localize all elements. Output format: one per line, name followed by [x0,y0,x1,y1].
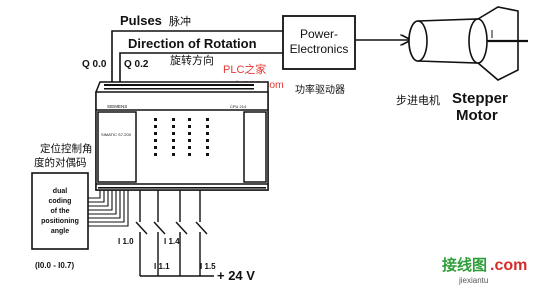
left-cn-label-2: 度的对偶码 [34,156,87,169]
stepper-motor [408,6,528,81]
direction-cn-label: 旋转方向 [170,53,214,67]
coding-box [31,172,89,250]
input-label-i15: I 1.5 [200,262,216,271]
watermark-domain: .com [490,257,527,274]
coding-label-2: coding [49,198,72,205]
plc-unit [95,81,269,191]
stepper-label-1: Stepper [452,90,508,107]
stepper-label-2: Motor [456,107,498,124]
coding-label-4: positioning [41,218,79,225]
pulses-cn-label: 脉冲 [169,14,191,28]
plc-led-columns [154,118,209,156]
supply-label: + 24 V [217,268,255,283]
watermark-sub: jiexiantu [458,276,488,285]
stepper-cn-label: 步进电机 [396,93,440,107]
input-range-label: (I0.0 - I0.7) [35,261,74,270]
pulses-label: Pulses [120,13,162,28]
power-label-2: Electronics [290,42,349,56]
pulse-line [111,30,283,82]
watermark-cn: 接线图 [442,256,487,274]
input-label-i10: I 1.0 [118,237,134,246]
q00-label: Q 0.0 [82,59,107,70]
plc-brand: SIEMENS [107,104,127,109]
plc-model: CPU 214 [230,104,247,109]
input-switches [135,190,214,277]
coding-label-1: dual [53,188,67,195]
input-label-i11: I 1.1 [154,262,170,271]
power-electronics-box [282,15,356,70]
power-cn-label: 功率驱动器 [295,83,345,96]
coding-label-5: angle [51,228,69,235]
coding-label-3: of the [50,208,69,215]
power-label-1: Power- [300,27,338,41]
coding-cable [88,190,129,227]
plc-top-terminals [104,84,254,90]
direction-line [119,52,283,84]
site-watermark: 接线图 .com jiexiantu [442,256,527,285]
plc-name: SIMATIC S7-200 [101,132,132,137]
plc-bottom-terminals [98,187,266,189]
plc-site-name: PLC之家 [223,62,266,76]
direction-label: Direction of Rotation [128,36,257,51]
input-label-i14: I 1.4 [164,237,180,246]
q02-label: Q 0.2 [124,59,149,70]
left-cn-label-1: 定位控制角 [40,142,93,155]
